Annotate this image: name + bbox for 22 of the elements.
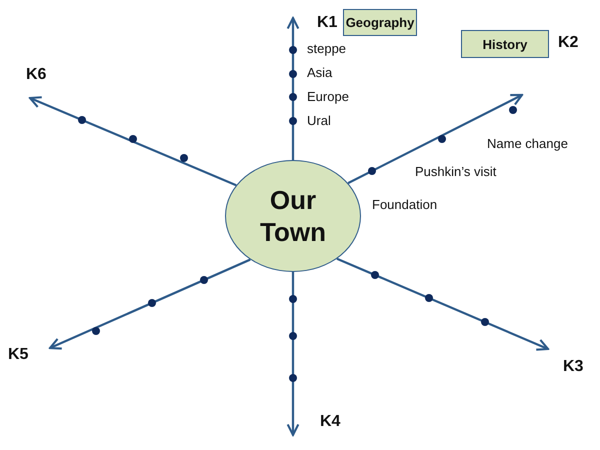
point-label: Name change — [487, 136, 568, 151]
point-label: Ural — [307, 113, 331, 128]
category-label: History — [461, 30, 549, 58]
axis-arrow — [48, 258, 251, 350]
axis-label: K6 — [26, 66, 46, 84]
axis-label: K4 — [320, 413, 340, 431]
axis-arrow — [348, 94, 524, 184]
point-label: Asia — [307, 65, 332, 80]
point-label: Europe — [307, 89, 349, 104]
topic-title: Our Town — [259, 184, 327, 248]
axis-label: K1 — [317, 14, 338, 32]
axis-arrow — [336, 258, 550, 351]
point-label: Foundation — [372, 197, 438, 212]
axis-arrow — [286, 272, 300, 436]
axis-arrow — [28, 96, 237, 186]
axis-label: K2 — [558, 34, 578, 52]
point-label: Pushkin’s visit — [415, 164, 496, 179]
axis-label: K3 — [563, 358, 584, 376]
axis-arrow — [286, 16, 300, 160]
axis-label: K5 — [8, 346, 28, 364]
category-label: Geography — [343, 9, 417, 36]
point-label: steppe — [307, 41, 346, 56]
